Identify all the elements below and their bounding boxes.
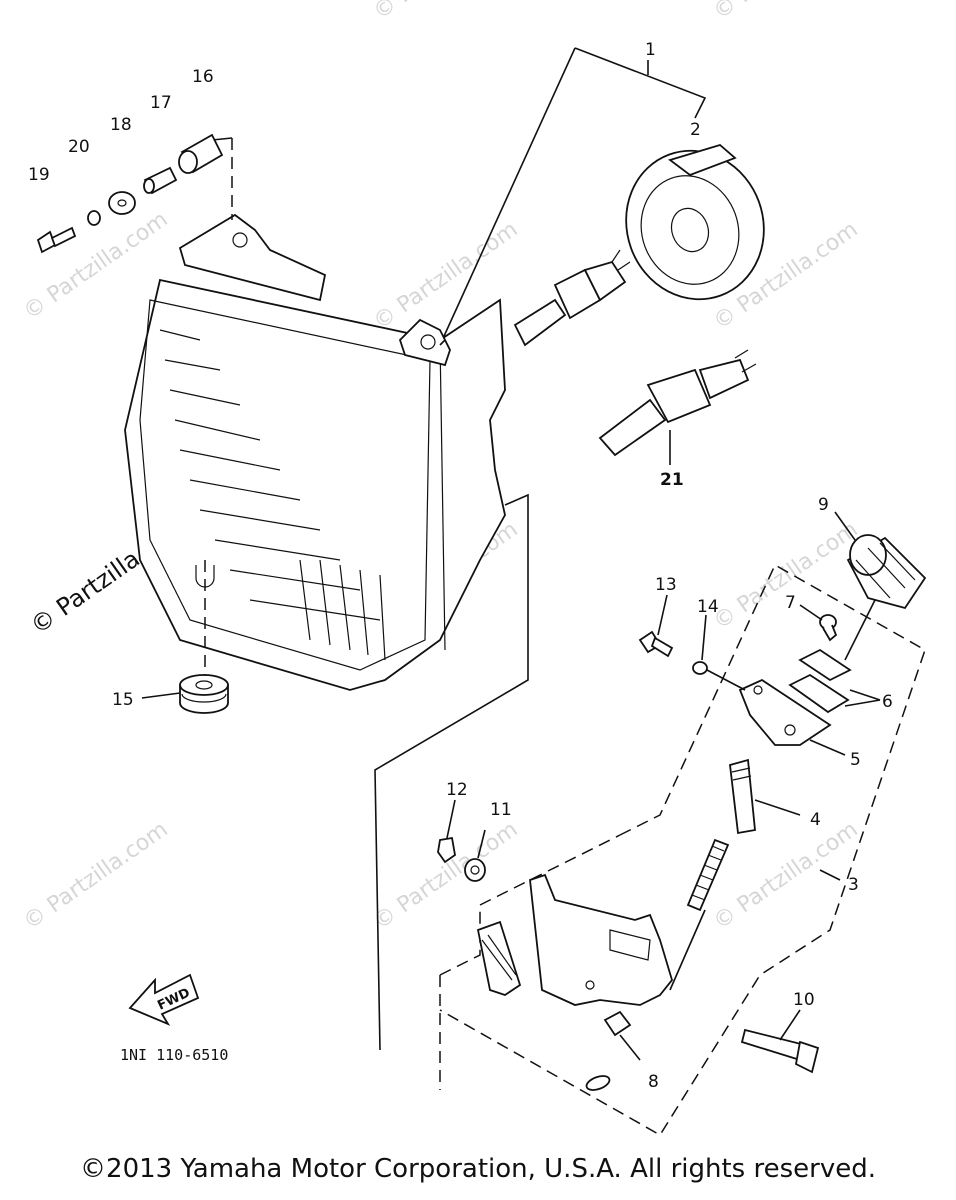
clip-12 bbox=[437, 799, 456, 864]
plate-5 bbox=[738, 678, 846, 756]
dashed-extension bbox=[479, 834, 621, 906]
bracket-1 bbox=[439, 47, 707, 346]
diagram-code: 1NI 110-6510 bbox=[120, 1046, 228, 1064]
callout-2: 2 bbox=[690, 120, 701, 140]
callout-10: 10 bbox=[793, 990, 815, 1010]
callout-7: 7 bbox=[785, 593, 796, 613]
bolt-10 bbox=[740, 1009, 820, 1074]
assembly-3-dashed-box bbox=[439, 563, 926, 1137]
watermark-9: © Partzilla.com bbox=[369, 0, 522, 25]
nut-11 bbox=[464, 829, 486, 882]
callout-17: 17 bbox=[150, 93, 172, 113]
leader-14 bbox=[701, 614, 707, 661]
callout-12: 12 bbox=[446, 780, 468, 800]
callout-16: 16 bbox=[192, 67, 214, 87]
callout-15: 15 bbox=[112, 690, 134, 710]
callout-8: 8 bbox=[648, 1072, 659, 1092]
knob-9 bbox=[844, 534, 927, 661]
callout-5: 5 bbox=[850, 750, 861, 770]
leader-3 bbox=[819, 869, 841, 881]
callout-14: 14 bbox=[697, 597, 719, 617]
clip-8 bbox=[585, 1010, 641, 1091]
threaded-rod bbox=[669, 838, 730, 991]
bracket-1-line bbox=[439, 339, 446, 346]
watermark-5: © Partzilla.com bbox=[709, 517, 862, 635]
callout-18: 18 bbox=[110, 115, 132, 135]
callout-11: 11 bbox=[490, 800, 512, 820]
hole-marker bbox=[195, 565, 215, 588]
blocks-6 bbox=[788, 648, 881, 714]
bracket bbox=[529, 873, 673, 1006]
watermark-8: © Partzilla.com bbox=[709, 817, 862, 935]
washer-14 bbox=[692, 661, 746, 691]
leader-7 bbox=[799, 604, 823, 621]
screw-13 bbox=[638, 630, 674, 658]
socket-cover-2 bbox=[625, 143, 765, 301]
bulb-upper bbox=[513, 249, 631, 347]
fwd-arrow: FWD bbox=[128, 973, 200, 1026]
callout-21: 21 bbox=[660, 470, 684, 490]
shaft-4 bbox=[729, 758, 801, 835]
callout-9: 9 bbox=[818, 495, 829, 515]
headlight-unit bbox=[124, 213, 506, 691]
leader-13 bbox=[657, 594, 668, 636]
leader-15b bbox=[141, 692, 181, 699]
watermark-10: © Partzilla.com bbox=[709, 0, 862, 25]
watermark-7: © Partzilla.com bbox=[369, 817, 522, 935]
callout-4: 4 bbox=[810, 810, 821, 830]
screw-7 bbox=[819, 614, 838, 642]
copyright-notice: ©2013 Yamaha Motor Corporation, U.S.A. A… bbox=[80, 1154, 876, 1184]
callout-20: 20 bbox=[68, 137, 90, 157]
mount-piece bbox=[476, 920, 522, 996]
bolt-stack bbox=[36, 133, 224, 254]
callout-3: 3 bbox=[848, 875, 859, 895]
callout-6: 6 bbox=[882, 692, 893, 712]
grommet-15 bbox=[179, 674, 229, 714]
callout-1: 1 bbox=[645, 40, 656, 60]
watermark-6: © Partzilla.com bbox=[19, 817, 172, 935]
assembly-outline bbox=[374, 493, 529, 1051]
callout-19: 19 bbox=[28, 165, 50, 185]
callout-13: 13 bbox=[655, 575, 677, 595]
bulb-21 bbox=[598, 349, 757, 465]
leader-9 bbox=[834, 511, 856, 541]
